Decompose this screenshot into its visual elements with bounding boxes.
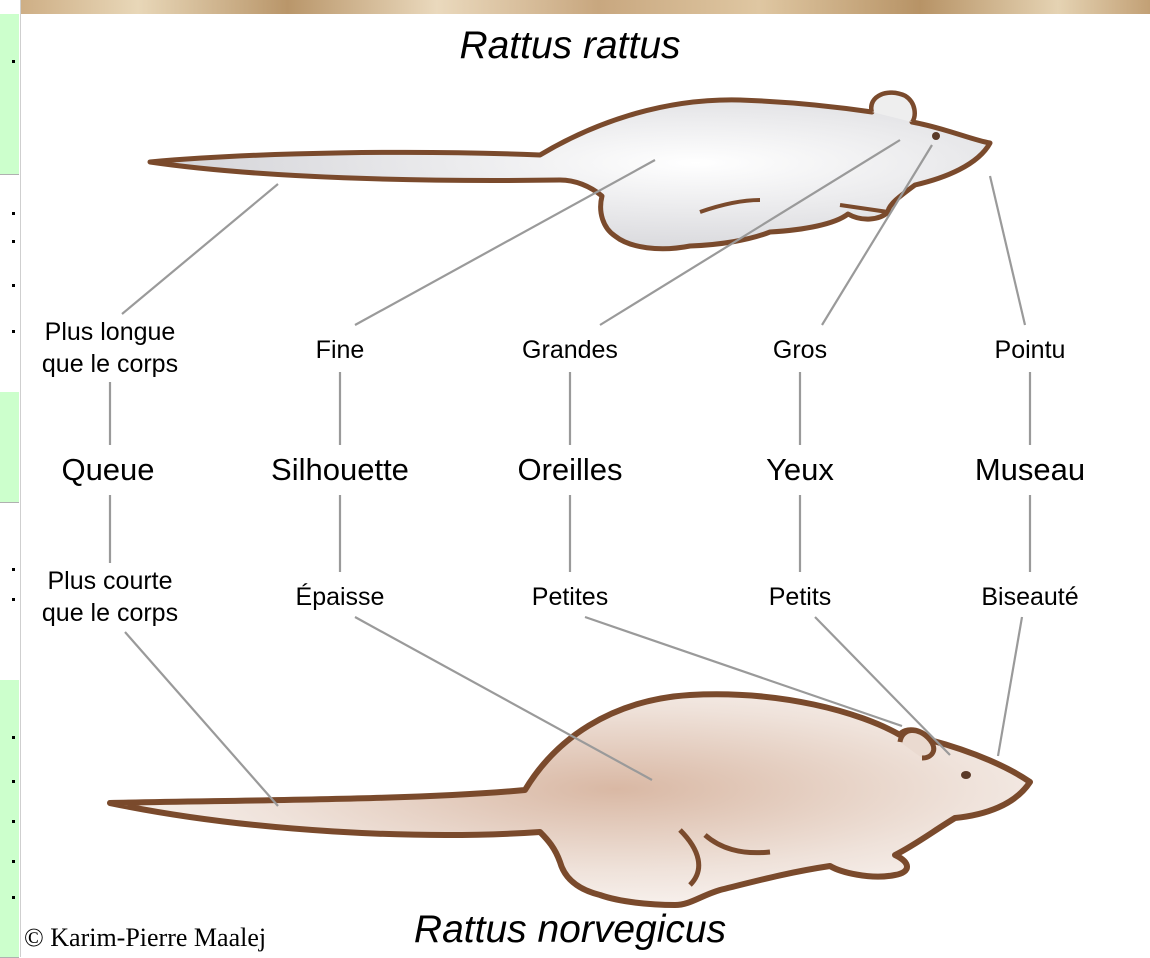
connector-line [998,617,1022,756]
rattus-rattus-body [150,93,990,249]
label-museau-top: Pointu [995,336,1066,364]
label-oreilles-top: Grandes [522,336,618,364]
label-queue-bottom-line1: Plus courte [47,567,172,595]
label-oreilles-bottom: Petites [532,583,608,611]
connector-line [122,184,278,314]
title-rattus-norvegicus: Rattus norvegicus [414,908,726,951]
label-queue-top-line1: Plus longue [45,318,176,346]
label-yeux-top: Gros [773,336,827,364]
category-silhouette: Silhouette [271,452,409,487]
title-rattus-rattus: Rattus rattus [459,24,680,67]
label-queue-top-line2: que le corps [42,350,178,378]
rattus-rattus-eye [932,132,940,140]
category-yeux: Yeux [766,452,834,487]
category-oreilles: Oreilles [517,452,622,487]
label-yeux-bottom: Petits [769,583,832,611]
category-museau: Museau [975,452,1085,487]
label-silhouette-top: Fine [316,336,365,364]
rattus-norvegicus-eye [961,771,971,779]
label-queue-bottom-line2: que le corps [42,599,178,627]
connector-line [990,176,1025,325]
connector-line [125,632,278,806]
rattus-norvegicus-body [110,694,1030,905]
label-silhouette-bottom: Épaisse [296,582,385,611]
rattus-norvegicus-illustration [110,694,1030,905]
copyright-credit: © Karim-Pierre Maalej [24,923,266,953]
category-queue: Queue [61,452,154,487]
connector-line [355,617,652,780]
rattus-rattus-illustration [150,93,990,249]
label-museau-bottom: Biseauté [981,583,1078,611]
connector-line [355,160,655,325]
